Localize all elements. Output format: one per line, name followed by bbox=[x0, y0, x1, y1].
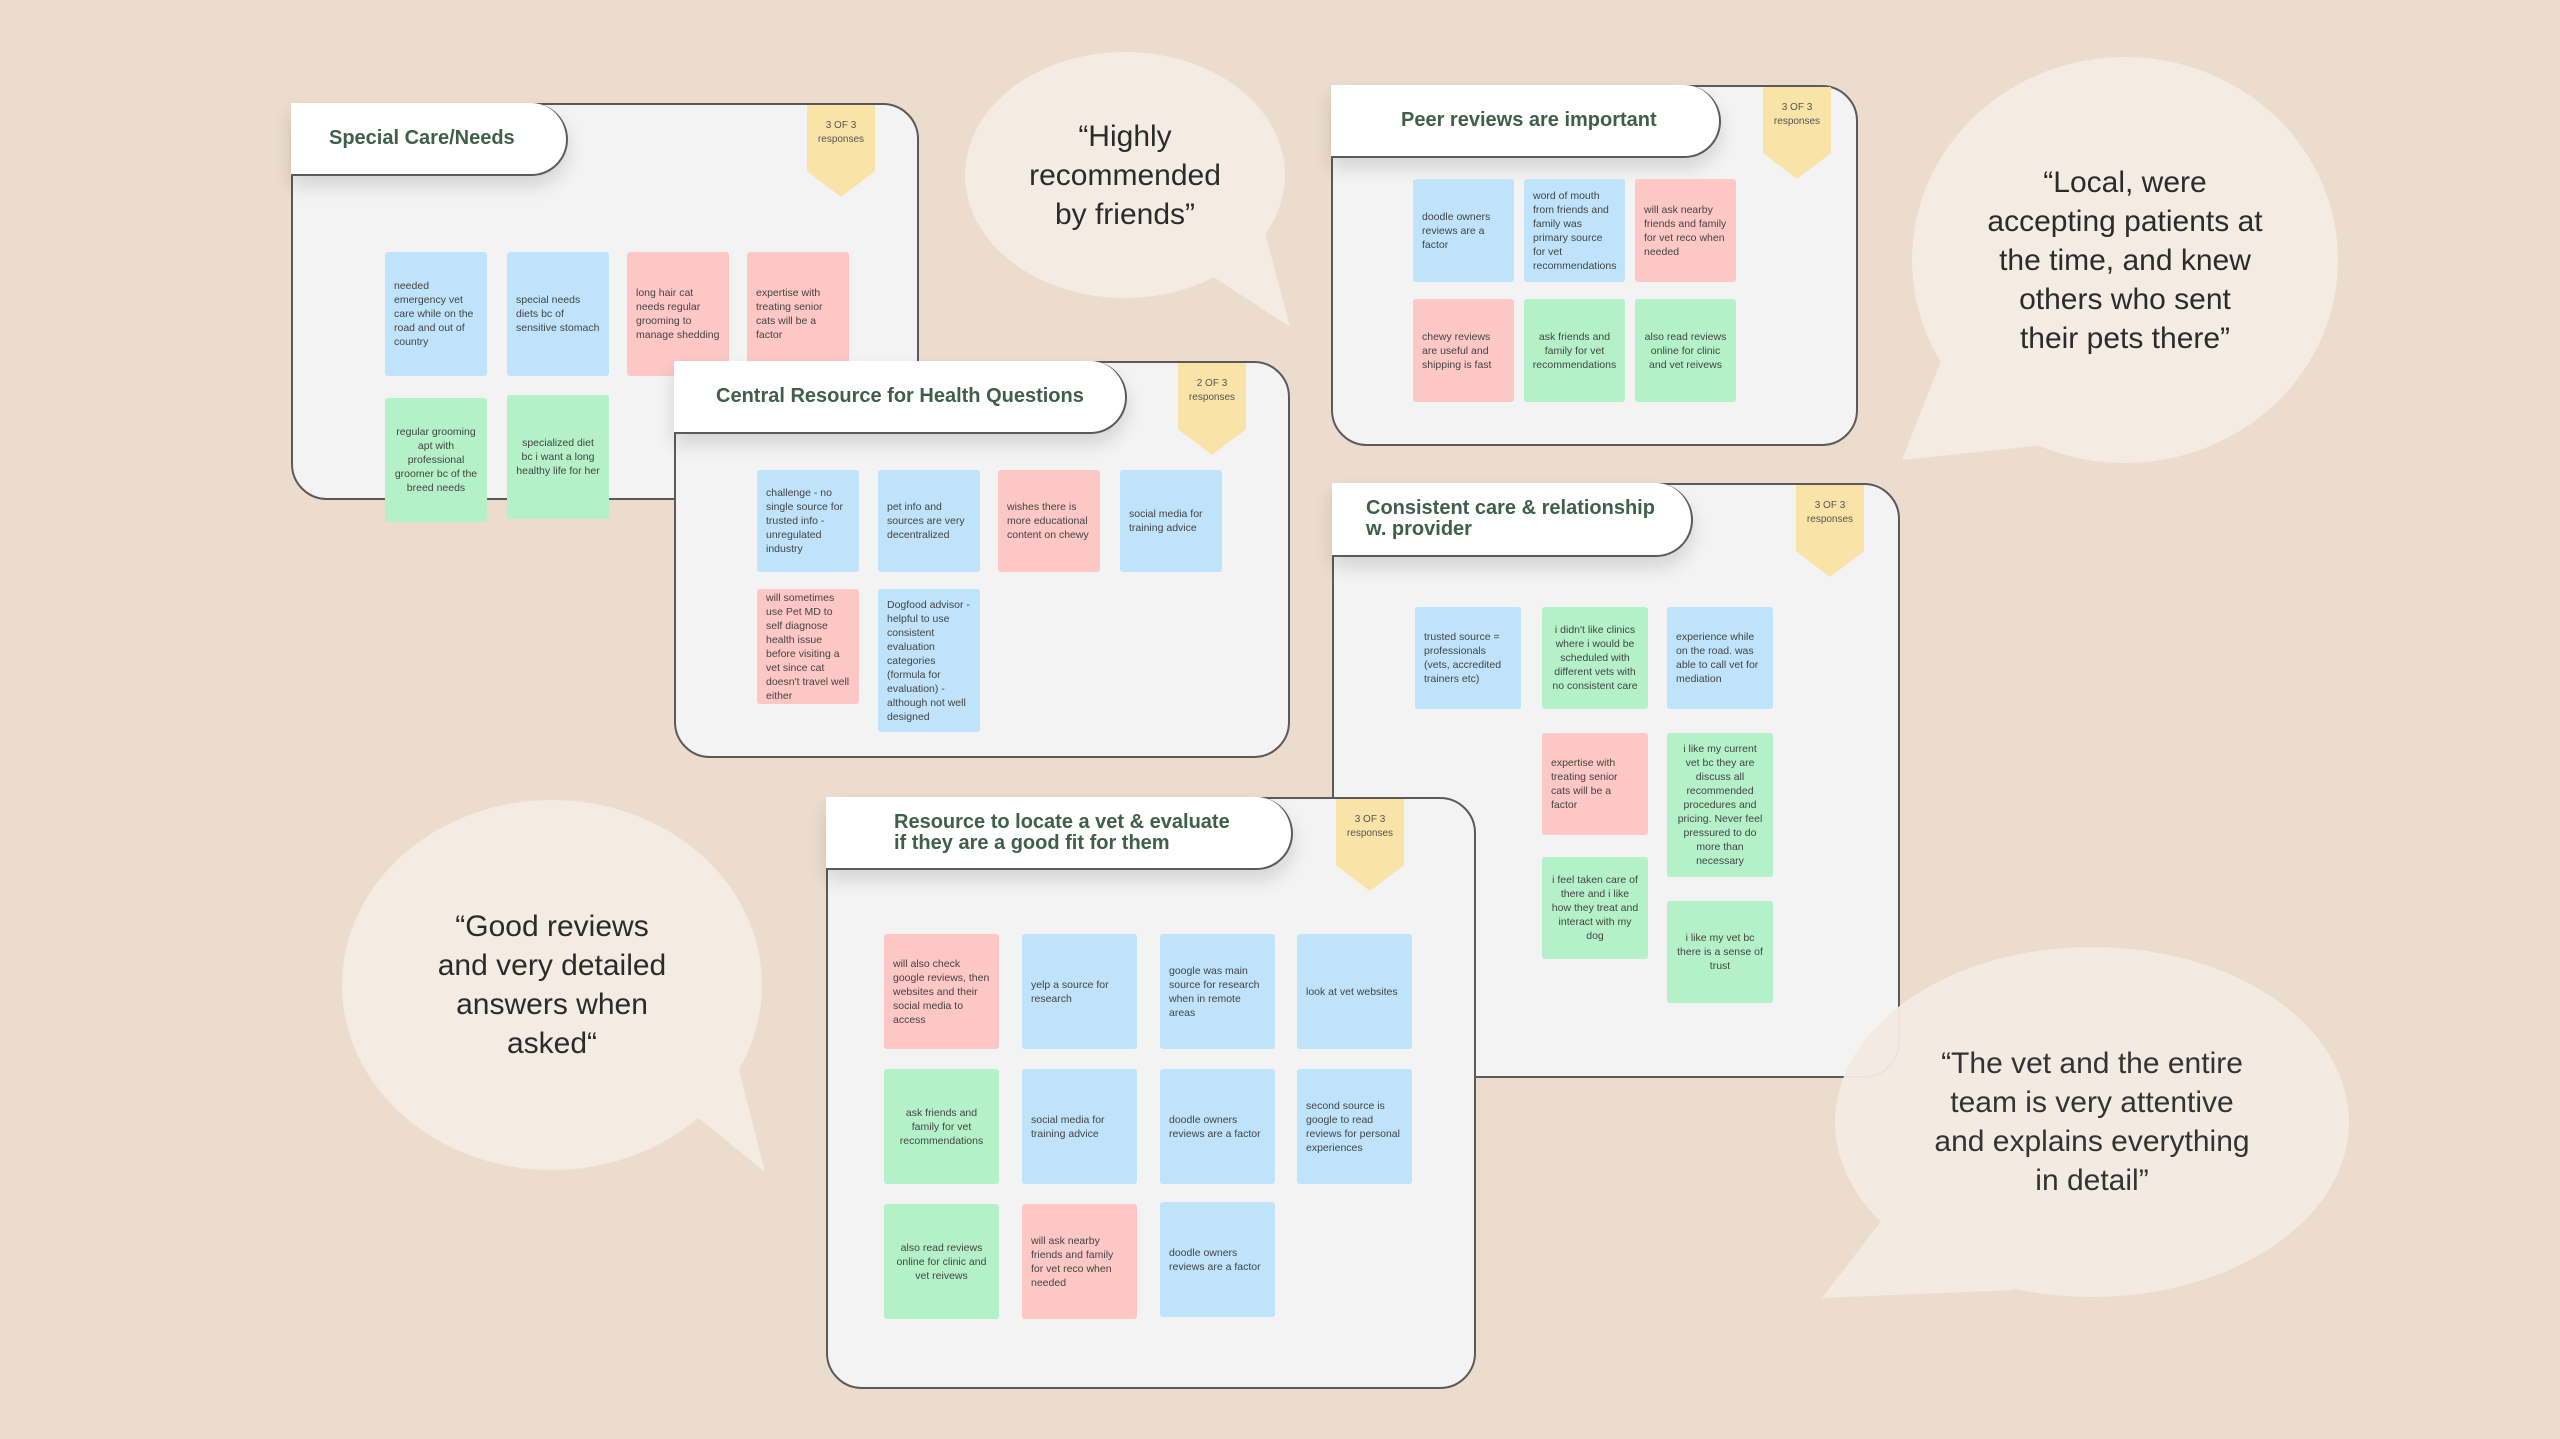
sticky-note-blue[interactable]: google was main source for research when… bbox=[1160, 934, 1275, 1049]
sticky-note-blue[interactable]: Dogfood advisor - helpful to use consist… bbox=[878, 589, 980, 732]
sticky-note-blue[interactable]: social media for training advice bbox=[1022, 1069, 1137, 1184]
badge-count: 3 OF 3 bbox=[1814, 500, 1846, 511]
badge-label: responses bbox=[817, 134, 865, 145]
sticky-note-blue[interactable]: experience while on the road. was able t… bbox=[1667, 607, 1773, 709]
quote-text: “The vet and the entire team is very att… bbox=[1934, 1047, 2250, 1197]
sticky-note-green[interactable]: also read reviews online for clinic and … bbox=[884, 1204, 999, 1319]
sticky-note-green[interactable]: i like my vet bc there is a sense of tru… bbox=[1667, 901, 1773, 1003]
badge-count: 2 OF 3 bbox=[1196, 378, 1228, 389]
theme-title: Peer reviews are important bbox=[1331, 85, 1721, 158]
theme-card: Peer reviews are important 3 OF 3 response… bbox=[1331, 85, 1858, 446]
quote-text: “Good reviews and very detailed answers … bbox=[437, 910, 667, 1060]
sticky-note-blue[interactable]: social media for training advice bbox=[1120, 470, 1222, 572]
sticky-note-green[interactable]: ask friends and family for vet recommend… bbox=[1524, 299, 1625, 402]
speech-bubble-shape bbox=[965, 52, 1290, 327]
sticky-note-green[interactable]: i feel taken care of there and i like ho… bbox=[1542, 857, 1648, 959]
sticky-note-green[interactable]: specialized diet bc i want a long health… bbox=[507, 395, 609, 519]
theme-title: Consistent care & relationship w. provid… bbox=[1332, 483, 1693, 557]
sticky-note-pink[interactable]: will ask nearby friends and family for v… bbox=[1635, 179, 1736, 282]
quote-bubble: “Good reviews and very detailed answers … bbox=[340, 795, 770, 1180]
theme-title: Central Resource for Health Questions bbox=[674, 361, 1127, 434]
sticky-note-blue[interactable]: word of mouth from friends and family wa… bbox=[1524, 179, 1625, 282]
response-count-badge: 2 OF 3 responses bbox=[1178, 363, 1246, 455]
theme-title: Special Care/Needs bbox=[291, 103, 568, 176]
sticky-note-pink[interactable]: long hair cat needs regular grooming to … bbox=[627, 252, 729, 376]
sticky-note-blue[interactable]: challenge - no single source for trusted… bbox=[757, 470, 859, 572]
sticky-note-blue[interactable]: doodle owners reviews are a factor bbox=[1413, 179, 1514, 282]
badge-count: 3 OF 3 bbox=[825, 120, 857, 131]
sticky-note-pink[interactable]: chewy reviews are useful and shipping is… bbox=[1413, 299, 1514, 402]
speech-bubble-shape bbox=[342, 800, 765, 1172]
badge-label: responses bbox=[1188, 392, 1236, 403]
sticky-note-blue[interactable]: doodle owners reviews are a factor bbox=[1160, 1202, 1275, 1317]
badge-label: responses bbox=[1773, 116, 1821, 127]
speech-bubble-shape bbox=[1902, 57, 2338, 463]
quote-text: “Local, were accepting patients at the t… bbox=[1987, 165, 2263, 355]
sticky-note-blue[interactable]: second source is google to read reviews … bbox=[1297, 1069, 1412, 1184]
theme-title: Resource to locate a vet & evaluate if t… bbox=[826, 797, 1293, 870]
sticky-note-green[interactable]: regular grooming apt with professional g… bbox=[385, 398, 487, 522]
sticky-note-blue[interactable]: look at vet websites bbox=[1297, 934, 1412, 1049]
sticky-note-green[interactable]: i like my current vet bc they are discus… bbox=[1667, 733, 1773, 877]
sticky-note-blue[interactable]: special needs diets bc of sensitive stom… bbox=[507, 252, 609, 376]
sticky-note-pink[interactable]: will sometimes use Pet MD to self diagno… bbox=[757, 589, 859, 704]
sticky-note-blue[interactable]: yelp a source for research bbox=[1022, 934, 1137, 1049]
response-count-badge: 3 OF 3 responses bbox=[807, 105, 875, 197]
response-count-badge: 3 OF 3 responses bbox=[1796, 485, 1864, 577]
badge-label: responses bbox=[1346, 828, 1394, 839]
sticky-note-blue[interactable]: pet info and sources are very decentrali… bbox=[878, 470, 980, 572]
quote-bubble: “Highly recommended by friends” bbox=[960, 45, 1300, 335]
response-count-badge: 3 OF 3 responses bbox=[1336, 799, 1404, 891]
badge-label: responses bbox=[1806, 514, 1854, 525]
speech-bubble-shape bbox=[1822, 947, 2349, 1298]
quote-bubble: “The vet and the entire team is very att… bbox=[1815, 940, 2350, 1305]
sticky-note-green[interactable]: ask friends and family for vet recommend… bbox=[884, 1069, 999, 1184]
theme-card: Resource to locate a vet & evaluate if t… bbox=[826, 797, 1476, 1389]
sticky-note-green[interactable]: also read reviews online for clinic and … bbox=[1635, 299, 1736, 402]
theme-card: Special Care/Needs 3 OF 3 responses needed … bbox=[291, 103, 919, 522]
sticky-note-pink[interactable]: expertise with treating senior cats will… bbox=[747, 252, 849, 376]
theme-card: Consistent care & relationship w. provid… bbox=[1332, 483, 1900, 1078]
quote-bubble: “Local, were accepting patients at the t… bbox=[1895, 55, 2345, 475]
response-count-badge: 3 OF 3 responses bbox=[1763, 87, 1831, 179]
badge-count: 3 OF 3 bbox=[1354, 814, 1386, 825]
theme-card: Central Resource for Health Questions 2 O… bbox=[674, 361, 1290, 758]
sticky-note-pink[interactable]: will also check google reviews, then web… bbox=[884, 934, 999, 1049]
sticky-note-green[interactable]: i didn't like clinics where i would be s… bbox=[1542, 607, 1648, 709]
sticky-note-pink[interactable]: expertise with treating senior cats will… bbox=[1542, 733, 1648, 835]
sticky-note-blue[interactable]: doodle owners reviews are a factor bbox=[1160, 1069, 1275, 1184]
quote-text: “Highly recommended by friends” bbox=[1029, 119, 1221, 231]
sticky-note-pink[interactable]: wishes there is more educational content… bbox=[998, 470, 1100, 572]
sticky-note-blue[interactable]: trusted source = professionals (vets, ac… bbox=[1415, 607, 1521, 709]
sticky-note-blue[interactable]: needed emergency vet care while on the r… bbox=[385, 252, 487, 376]
sticky-note-pink[interactable]: will ask nearby friends and family for v… bbox=[1022, 1204, 1137, 1319]
badge-count: 3 OF 3 bbox=[1781, 102, 1813, 113]
